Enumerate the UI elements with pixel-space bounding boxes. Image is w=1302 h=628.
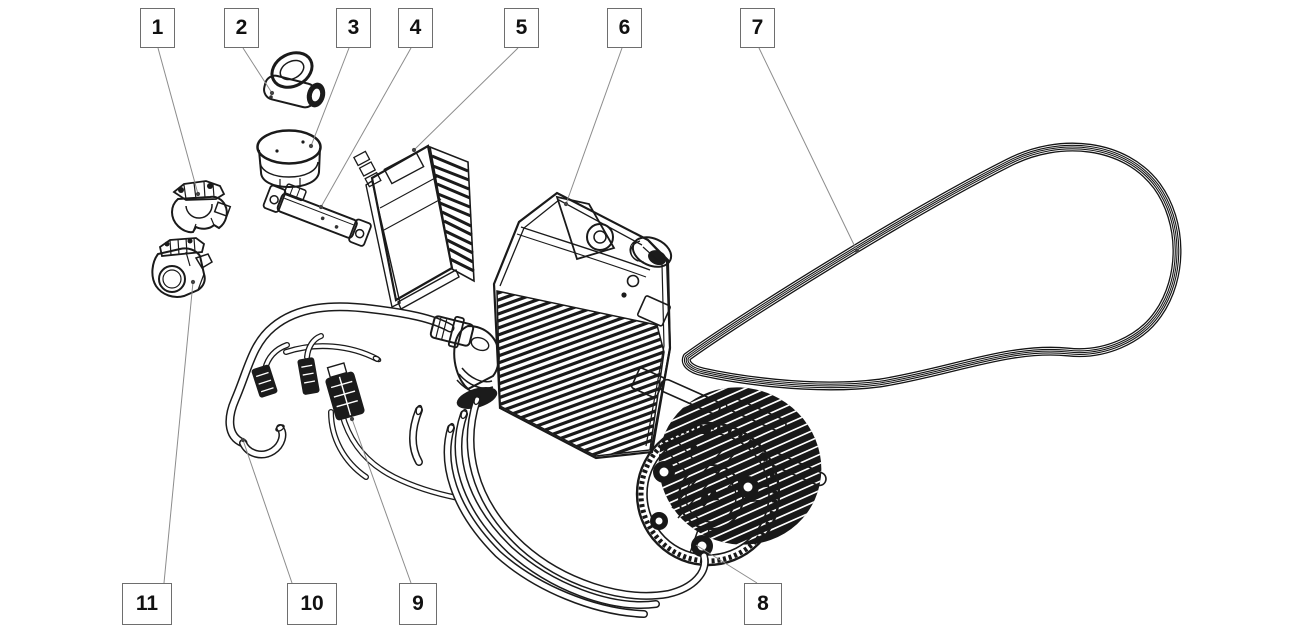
harness-connector-small-2 — [297, 357, 320, 395]
part-2-eyelet-sensor — [263, 51, 326, 109]
callout-5[interactable]: 5 — [504, 8, 539, 48]
part-6-fins — [497, 291, 664, 456]
part-5-fins — [431, 154, 475, 273]
leader-lines — [157, 47, 860, 584]
part-6-controller-main — [492, 191, 673, 460]
callout-2[interactable]: 2 — [224, 8, 259, 48]
harness-connector-small-1 — [251, 364, 278, 398]
callout-8[interactable]: 8 — [744, 583, 782, 625]
callout-11[interactable]: 11 — [122, 583, 172, 625]
part-10-hose — [225, 302, 455, 459]
part-7-drive-belt — [681, 142, 1182, 391]
callout-7[interactable]: 7 — [740, 8, 775, 48]
part-9-wiring-harness — [251, 315, 501, 501]
part-5-controller-small — [353, 144, 475, 310]
part-11-clamp — [151, 237, 213, 298]
part-1-sensor-clamp — [171, 180, 232, 234]
callout-3[interactable]: 3 — [336, 8, 371, 48]
callout-10[interactable]: 10 — [287, 583, 337, 625]
callout-6[interactable]: 6 — [607, 8, 642, 48]
callout-4[interactable]: 4 — [398, 8, 433, 48]
part-3-cap — [256, 129, 322, 189]
leader-end-dots — [190, 90, 860, 443]
harness-connector-central — [325, 362, 365, 421]
motor-phase-cables — [409, 394, 709, 618]
motor-hub-logo — [699, 485, 719, 507]
part-8-motor — [635, 361, 847, 571]
part-4-bracket-module — [262, 183, 372, 247]
callout-9[interactable]: 9 — [399, 583, 437, 625]
callout-1[interactable]: 1 — [140, 8, 175, 48]
